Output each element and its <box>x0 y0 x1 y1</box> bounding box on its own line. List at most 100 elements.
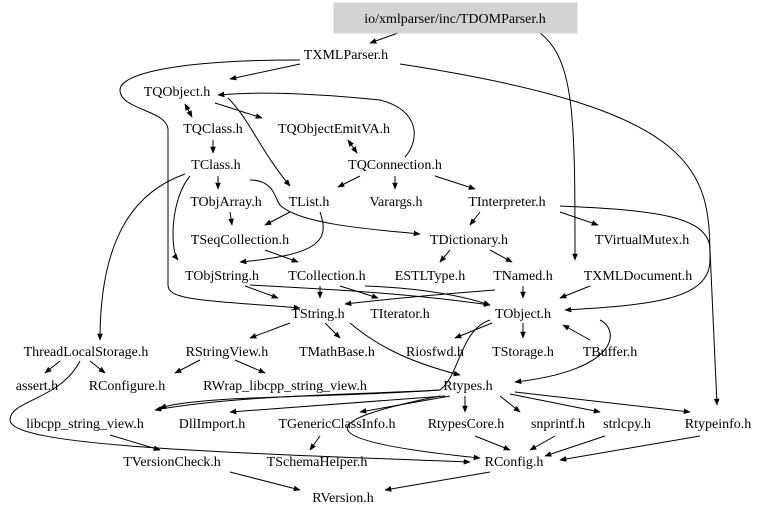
edge-tnamed-tstring <box>344 289 496 307</box>
node-assert[interactable]: assert.h <box>16 379 58 394</box>
edge-rstringview-rwrap <box>234 359 266 374</box>
node-tstorage[interactable]: TStorage.h <box>492 345 554 360</box>
node-tseqcollection[interactable]: TSeqCollection.h <box>191 233 289 248</box>
edge-rtypes-libcpp <box>154 389 441 412</box>
edge-root-txmlparser <box>369 32 399 44</box>
edge-txmlparser-tqobject <box>229 63 301 81</box>
node-snprintf[interactable]: snprintf.h <box>531 417 585 432</box>
edges <box>9 32 720 492</box>
node-estltype[interactable]: ESTLType.h <box>395 269 465 284</box>
edge-tinterpreter-tdictionary <box>469 211 481 226</box>
edge-tseqcollection-tcollection <box>264 249 299 263</box>
node-tobject[interactable]: TObject.h <box>495 307 551 322</box>
edge-tlist-tseqcollection <box>264 211 291 226</box>
node-txmlparser[interactable]: TXMLParser.h <box>304 48 388 63</box>
edge-tqconnection-tinterpreter <box>434 175 476 190</box>
node-titerator[interactable]: TIterator.h <box>370 307 429 322</box>
edge-tobjarray-tseqcollection <box>228 211 234 226</box>
edge-tcollection-titerator <box>339 285 379 299</box>
edge-txmlparser-tobject <box>399 63 711 313</box>
edge-rstringview-rconfigure <box>174 359 201 374</box>
edge-rtypes-rconfig <box>346 395 481 461</box>
node-tvirtualmutex[interactable]: TVirtualMutex.h <box>595 233 689 248</box>
node-riosfwd[interactable]: Riosfwd.h <box>406 345 464 360</box>
edge-tqconnection-tqobject <box>217 91 415 158</box>
edge-libcpp-tversioncheck <box>109 434 161 451</box>
edge-rtypes-strlcpy <box>509 393 601 414</box>
edge-root-txmldocument <box>539 32 578 261</box>
node-rtypes[interactable]: Rtypes.h <box>443 379 492 394</box>
edge-tobject-rtypes <box>514 319 611 385</box>
edge-tversioncheck-rversion <box>229 471 301 492</box>
node-rtypescore[interactable]: RtypesCore.h <box>428 417 505 432</box>
node-tobjstring[interactable]: TObjString.h <box>185 269 259 284</box>
edge-tdictionary-estltype <box>439 249 451 263</box>
node-strlcpy[interactable]: strlcpy.h <box>603 417 651 432</box>
edge-tqconnection-tlist <box>337 175 361 188</box>
edge-tqobject-tlist <box>227 97 291 187</box>
nodes: io/xmlparser/inc/TDOMParser.h TXMLParser… <box>16 2 752 506</box>
node-rconfig[interactable]: RConfig.h <box>485 455 544 470</box>
node-tversioncheck[interactable]: TVersionCheck.h <box>123 455 221 470</box>
edge-snprintf-rconfig <box>529 435 556 451</box>
root-node[interactable]: io/xmlparser/inc/TDOMParser.h <box>364 12 546 27</box>
edge-tclass-threadlocalstorage <box>97 173 186 341</box>
edge-tlist-tobjstring <box>239 211 324 265</box>
edge-tclass-tobjstring <box>171 175 191 261</box>
root-node-box <box>333 2 578 34</box>
node-threadlocalstorage[interactable]: ThreadLocalStorage.h <box>24 345 149 360</box>
node-rtypeinfo[interactable]: Rtypeinfo.h <box>685 417 752 432</box>
node-rwrap[interactable]: RWrap_libcpp_string_view.h <box>203 379 367 394</box>
node-tlist[interactable]: TList.h <box>289 195 330 210</box>
edge-tcollection-tobject <box>364 285 491 306</box>
node-tdictionary[interactable]: TDictionary.h <box>430 233 508 248</box>
edge-tobject-libcpp <box>159 319 491 409</box>
node-tbuffer[interactable]: TBuffer.h <box>583 345 638 360</box>
edge-tinterpreter-tvirtualmutex <box>559 211 599 226</box>
node-tmathbase[interactable]: TMathBase.h <box>299 345 375 360</box>
node-rconfigure[interactable]: RConfigure.h <box>89 379 166 394</box>
edge-tstring-rtypes <box>349 322 461 377</box>
node-rstringview[interactable]: RStringView.h <box>186 345 269 360</box>
node-tqclass[interactable]: TQClass.h <box>183 122 243 137</box>
edge-rtypes-rtypeinfo <box>514 391 691 415</box>
edge-threadlocalstorage-assert <box>44 360 61 374</box>
edge-txmlparser-tstring <box>119 59 301 311</box>
node-rversion[interactable]: RVersion.h <box>312 491 374 506</box>
node-tcollection[interactable]: TCollection.h <box>288 269 365 284</box>
node-txmldocument[interactable]: TXMLDocument.h <box>584 269 692 284</box>
edge-tinterpreter-rtypeinfo <box>559 205 720 406</box>
node-tqconnection[interactable]: TQConnection.h <box>348 158 442 173</box>
node-tobjarray[interactable]: TObjArray.h <box>190 195 262 210</box>
edge-tobjstring-tobject <box>249 284 491 307</box>
node-varargs[interactable]: Varargs.h <box>369 195 422 210</box>
node-tqobject[interactable]: TQObject.h <box>144 85 210 100</box>
edge-rtypes-snprintf <box>499 395 521 413</box>
edge-threadlocalstorage-rconfig <box>9 360 471 465</box>
edge-rtypescore-rconfig <box>474 435 511 451</box>
edge-tclass-tdictionary <box>249 179 421 237</box>
edge-tstring-rstringview <box>249 322 291 339</box>
edge-rtypes-dllimport <box>229 395 446 415</box>
edge-tgenericclassinfo-tschemahelper <box>309 435 321 451</box>
edge-tdictionary-tnamed <box>489 249 513 263</box>
edge-txmldocument-tobject <box>559 285 591 299</box>
edge-tobject-riosfwd <box>454 322 493 339</box>
node-dllimport[interactable]: DllImport.h <box>179 417 246 432</box>
edge-threadlocalstorage-rconfigure <box>89 360 106 374</box>
node-tnamed[interactable]: TNamed.h <box>493 269 552 284</box>
node-tqobjectemitva[interactable]: TQObjectEmitVA.h <box>278 122 390 137</box>
edge-tqobjectemitva-tqconnection <box>347 139 358 154</box>
node-tstring[interactable]: TString.h <box>291 307 344 322</box>
node-libcpp[interactable]: libcpp_string_view.h <box>26 417 144 432</box>
edge-strlcpy-rconfig <box>544 435 606 457</box>
node-tinterpreter[interactable]: TInterpreter.h <box>468 195 545 210</box>
node-tgenericclassinfo[interactable]: TGenericClassInfo.h <box>278 417 395 432</box>
edge-tobjstring-tstring <box>244 285 279 299</box>
node-tschemahelper[interactable]: TSchemaHelper.h <box>267 455 368 470</box>
edge-tstring-tmathbase <box>324 322 341 339</box>
edge-rconfig-rversion <box>384 471 491 492</box>
node-tclass[interactable]: TClass.h <box>191 158 240 173</box>
edge-tbuffer-tobject <box>562 324 591 341</box>
